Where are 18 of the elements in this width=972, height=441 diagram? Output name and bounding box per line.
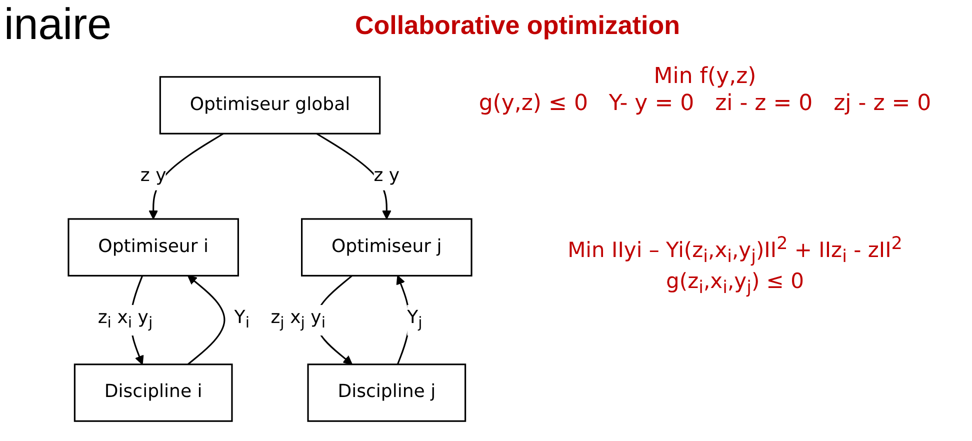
edge-label: z y [374,164,400,186]
formula-text: g(z$_{i}$,x$_{i}$,y$_{j}$) ≤ 0 [665,269,805,298]
edge-label: z y [140,164,166,186]
node-box: Optimiseur j [301,218,472,276]
slide-heading-fragment: inaire [4,0,112,49]
node-box: Optimiseur global [159,76,381,134]
formula-text: Min IIyi – Yi(z$_{i}$,x$_{i}$,y$_{j}$)II$^{2}$ + IIz$_{i}$ - zII$^{2}$ [566,234,904,268]
node-box: Discipline i [74,364,233,422]
arrow [187,275,226,365]
node-box: Optimiseur i [68,218,239,276]
edge-label: z$_{j}$ x$_{j}$ y$_{i}$ [270,306,326,332]
formula-text: g(y,z) ≤ 0 Y- y = 0 zi - z = 0 zj - z = 0 [478,91,932,116]
formula-text: Min f(y,z) [652,64,758,89]
edge-label: Y$_{j}$ [407,306,422,332]
edge-label: Y$_{i}$ [234,306,250,332]
diagram-title: Collaborative optimization [355,10,680,41]
edge-label: z$_{i}$ x$_{i}$ y$_{j}$ [98,306,153,332]
node-box: Discipline j [307,364,466,422]
